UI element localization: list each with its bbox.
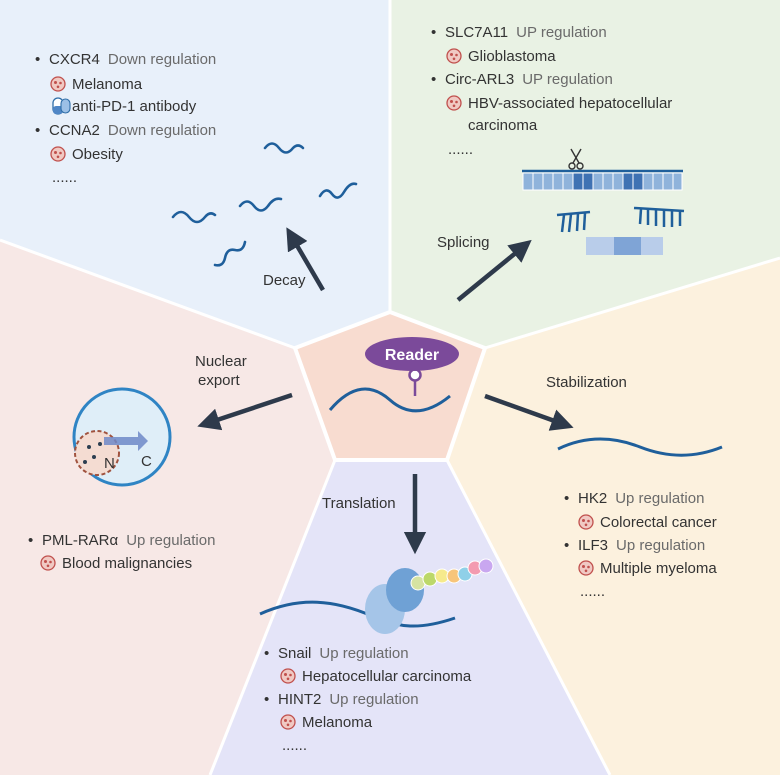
cell-icon xyxy=(280,714,296,730)
stable-rna xyxy=(557,437,723,457)
export-arrow xyxy=(197,392,293,431)
disease-label: HBV-associated hepatocellular xyxy=(468,95,672,112)
disease-label: Blood malignancies xyxy=(62,555,192,572)
cytoplasm-label: C xyxy=(141,453,152,470)
gene-name: HINT2 xyxy=(278,691,321,708)
bullet-marker: • xyxy=(431,24,436,41)
bullet-marker: • xyxy=(264,691,269,708)
reader-binding-site xyxy=(408,368,422,382)
more-ellipsis: ...... xyxy=(580,583,605,600)
regulation-label: Down regulation xyxy=(108,122,216,139)
bullet-marker: • xyxy=(28,532,33,549)
center-rna xyxy=(328,387,451,413)
bullet-marker: • xyxy=(564,537,569,554)
gene-name: CXCR4 xyxy=(49,51,100,68)
scissors-icon xyxy=(568,148,584,170)
gene-name: HK2 xyxy=(578,490,607,507)
cell-illustration xyxy=(72,387,172,487)
bullet-marker: • xyxy=(431,71,436,88)
cell-icon xyxy=(446,48,462,64)
export-sector xyxy=(0,240,335,775)
nucleus-label: N xyxy=(104,455,115,472)
regulation-label: Up regulation xyxy=(616,537,705,554)
bullet-marker: • xyxy=(35,51,40,68)
capsule-icon xyxy=(52,97,71,115)
cell-icon xyxy=(50,76,66,92)
bullet-marker: • xyxy=(564,490,569,507)
splicing-illustration xyxy=(522,148,685,255)
nuclear-export-label-2: export xyxy=(198,372,241,389)
more-ellipsis: ...... xyxy=(52,169,77,186)
disease-label: Colorectal cancer xyxy=(600,514,717,531)
gene-name: Snail xyxy=(278,645,311,662)
regulation-label: UP regulation xyxy=(516,24,607,41)
splicing-arrow xyxy=(456,239,532,302)
disease-label: Hepatocellular carcinoma xyxy=(302,668,472,685)
regulation-label: Up regulation xyxy=(319,645,408,662)
decay-label: Decay xyxy=(263,272,306,289)
cell-icon xyxy=(446,95,462,111)
stabilization-arrow xyxy=(484,393,574,431)
stabilization-sector xyxy=(447,258,780,775)
bullet-marker: • xyxy=(264,645,269,662)
gene-name: Circ-ARL3 xyxy=(445,71,514,88)
splicing-label: Splicing xyxy=(437,234,490,251)
gene-name: SLC7A11 xyxy=(445,24,508,41)
regulation-label: UP regulation xyxy=(522,71,613,88)
disease-label: anti-PD-1 antibody xyxy=(72,98,197,115)
cell-icon xyxy=(40,555,56,571)
cell-icon xyxy=(280,668,296,684)
gene-name: CCNA2 xyxy=(49,122,100,139)
reader-label: Reader xyxy=(385,347,439,364)
disease-label: Melanoma xyxy=(72,76,143,93)
reader-protein[interactable] xyxy=(365,337,459,371)
disease-label: Multiple myeloma xyxy=(600,560,717,577)
cell-icon xyxy=(578,514,594,530)
regulation-label: Down regulation xyxy=(108,51,216,68)
nuclear-export-label-1: Nuclear xyxy=(195,353,247,370)
more-ellipsis: ...... xyxy=(282,737,307,754)
gene-name: ILF3 xyxy=(578,537,608,554)
decay-arrow xyxy=(286,227,325,292)
gene-name: PML-RARα xyxy=(42,532,119,549)
translation-sector xyxy=(210,460,610,775)
translation-label: Translation xyxy=(322,495,396,512)
regulation-label: Up regulation xyxy=(329,691,418,708)
regulation-label: Up regulation xyxy=(126,532,215,549)
decayed-rna-fragments xyxy=(171,142,358,267)
disease-label: Melanoma xyxy=(302,714,373,731)
decay-sector xyxy=(0,0,390,348)
disease-label: carcinoma xyxy=(468,117,538,134)
translation-illustration xyxy=(259,558,494,634)
cell-icon xyxy=(50,146,66,162)
regulation-label: Up regulation xyxy=(615,490,704,507)
disease-label: Obesity xyxy=(72,146,123,163)
stabilization-label: Stabilization xyxy=(546,374,627,391)
cell-icon xyxy=(578,560,594,576)
more-ellipsis: ...... xyxy=(448,141,473,158)
bullet-marker: • xyxy=(35,122,40,139)
disease-label: Glioblastoma xyxy=(468,48,556,65)
